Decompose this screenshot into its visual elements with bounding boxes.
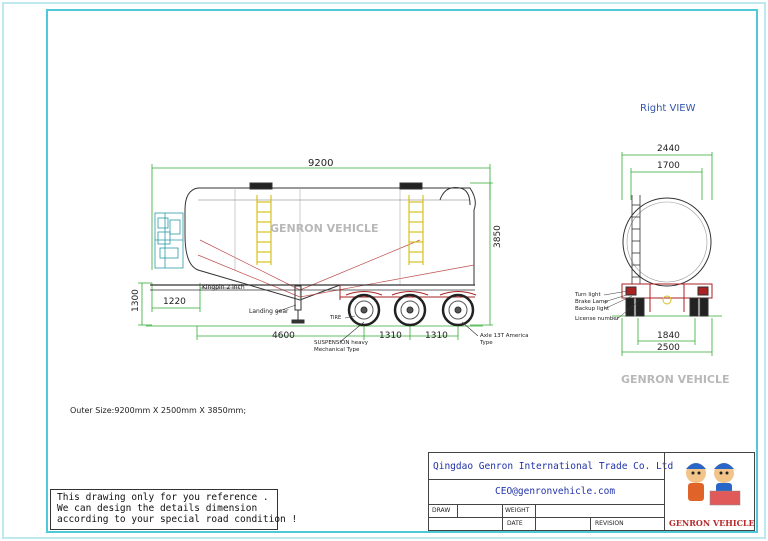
rear-wheel-left-inner <box>635 297 645 317</box>
date-label-cell: DATE <box>502 517 536 531</box>
draw-label: DRAW <box>432 507 451 514</box>
rear-lamp-left <box>625 286 637 296</box>
wheel-3 <box>441 293 475 327</box>
rear-view <box>603 152 722 356</box>
side-view <box>138 164 493 343</box>
note-line-3: according to your special road condition… <box>57 514 298 525</box>
right-view-title: Right VIEW <box>640 103 696 114</box>
company-name: Qingdao Genron International Trade Co. L… <box>433 461 674 472</box>
note-line-1: This drawing only for you reference . <box>57 492 269 503</box>
dim-overall-length: 9200 <box>308 158 334 169</box>
rear-leader-lines <box>603 290 641 321</box>
dim-rear-track: 1840 <box>657 331 680 341</box>
manhole-rear <box>399 182 423 190</box>
company-email: CEO@genronvehicle.com <box>495 486 616 497</box>
ladder-front <box>256 195 272 265</box>
label-axle-line2: Type <box>480 340 493 346</box>
label-tire: TIRE <box>330 315 342 321</box>
watermark-rear: GENRON VEHICLE <box>621 373 730 386</box>
landing-gear <box>291 285 305 324</box>
rear-label-backup-light: Backup light <box>575 306 610 312</box>
outer-size-text: Outer Size:9200mm X 2500mm X 3850mm; <box>70 406 247 415</box>
dim-front-to-axle: 4600 <box>272 331 295 341</box>
rear-wheel-right-inner <box>689 297 699 317</box>
rear-wheel-left-outer <box>625 297 635 317</box>
logo-cell: GENRON VEHICLE <box>664 452 755 531</box>
email-cell: CEO@genronvehicle.com <box>428 479 665 505</box>
dim-rear-tank-width: 1700 <box>657 161 680 171</box>
label-suspension-line2: Mechanical Type <box>314 347 360 353</box>
rear-dimension-lines <box>612 152 722 356</box>
rear-lamp-right <box>697 286 709 296</box>
note-line-2: We can design the details dimension <box>57 503 258 514</box>
dim-rear-overall-width: 2440 <box>657 144 680 154</box>
dim-kingpin-height: 1300 <box>131 289 141 312</box>
dim-rear-width: 2500 <box>657 343 680 353</box>
label-kingpin: Kingpin 2 inch <box>202 284 245 291</box>
weight-label-cell: WEIGHT <box>502 504 536 518</box>
wheel-2 <box>393 293 427 327</box>
rear-ladder <box>631 195 641 284</box>
company-cell: Qingdao Genron International Trade Co. L… <box>428 452 673 480</box>
date-value-cell <box>535 517 591 531</box>
label-suspension-line1: SUSPENSION heavy <box>314 340 368 346</box>
dim-overall-height: 3850 <box>493 225 503 248</box>
label-axle-line1: Axle 13T America <box>480 333 529 339</box>
draw-value-cell <box>457 504 503 518</box>
draw-label-cell: DRAW <box>428 504 458 518</box>
weight-label: WEIGHT <box>505 507 530 514</box>
rear-label-license-number: License number <box>575 316 619 322</box>
dim-kingpin-offset: 1220 <box>163 297 186 307</box>
label-landing-gear: Landing gear <box>249 308 289 315</box>
wheel-1 <box>347 293 381 327</box>
manhole-front <box>249 182 273 190</box>
reference-note-box: This drawing only for you reference . We… <box>50 489 298 530</box>
revision-label: REVISION <box>595 520 624 527</box>
rear-tank <box>622 197 712 287</box>
logo-text: GENRON VEHICLE <box>669 518 755 528</box>
mascot-logo-icon <box>686 463 741 506</box>
front-compressor <box>154 212 184 269</box>
rear-label-turn-light: Turn light <box>575 292 601 298</box>
rear-bumper-frame <box>621 283 713 299</box>
tank-body <box>184 187 476 301</box>
blank-cell <box>428 517 503 531</box>
dim-axle-spacing-1: 1310 <box>379 331 402 341</box>
date-label: DATE <box>507 520 523 527</box>
inner-border <box>46 9 758 533</box>
ladder-rear <box>408 195 424 265</box>
revision-label-cell: REVISION <box>590 517 665 531</box>
leader-lines <box>200 287 479 343</box>
rear-wheel-right-outer <box>699 297 709 317</box>
title-block: Qingdao Genron International Trade Co. L… <box>428 452 755 531</box>
watermark-side: GENRON VEHICLE <box>270 222 379 235</box>
weight-value-cell <box>535 504 665 518</box>
rear-label-brake-lamp: Brake Lamp <box>575 299 608 305</box>
dim-axle-spacing-2: 1310 <box>425 331 448 341</box>
